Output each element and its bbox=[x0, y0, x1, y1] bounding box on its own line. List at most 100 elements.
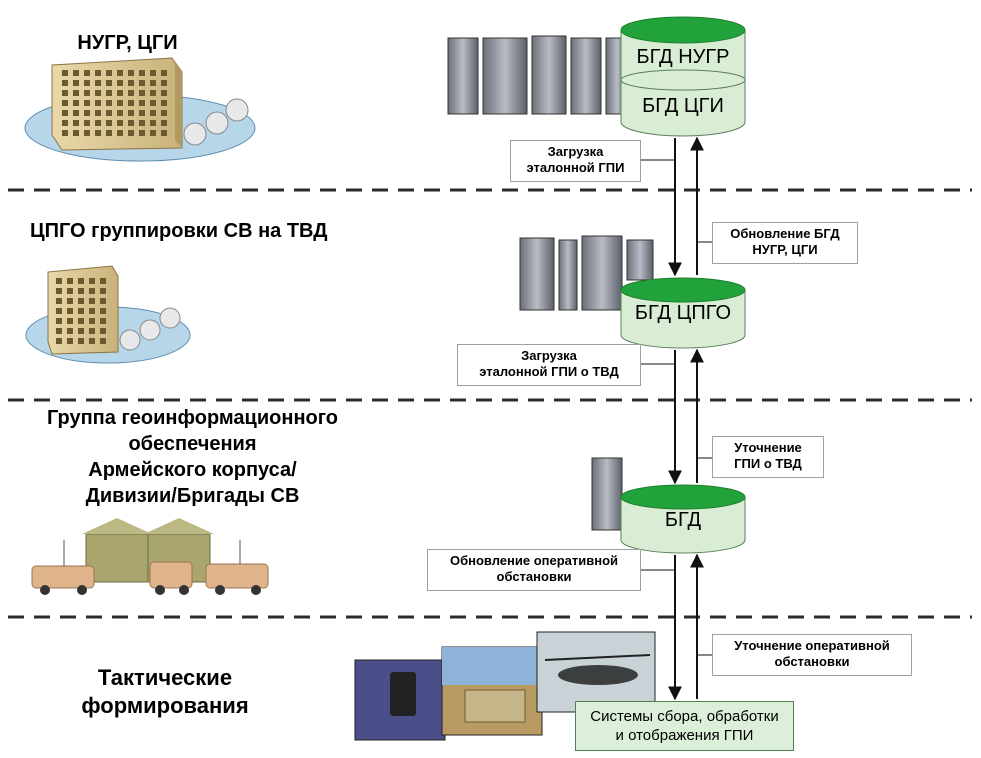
building-window bbox=[128, 100, 134, 106]
building-window bbox=[62, 130, 68, 136]
building-window bbox=[117, 80, 123, 86]
building-window bbox=[67, 308, 73, 314]
building-window bbox=[67, 328, 73, 334]
tactical-photos bbox=[354, 631, 656, 741]
gpi-systems-line: Системы сбора, обработки bbox=[590, 708, 779, 725]
building-window bbox=[139, 110, 145, 116]
building-window bbox=[95, 110, 101, 116]
building-window bbox=[89, 298, 95, 304]
building-window bbox=[89, 328, 95, 334]
building-window bbox=[78, 278, 84, 284]
building-window bbox=[56, 288, 62, 294]
level3-line: Армейского корпуса/ bbox=[88, 459, 297, 481]
building-window bbox=[128, 110, 134, 116]
building-window bbox=[139, 120, 145, 126]
building-window bbox=[95, 130, 101, 136]
level3-line: обеспечения bbox=[128, 433, 257, 455]
building-window bbox=[89, 338, 95, 344]
building-window bbox=[106, 90, 112, 96]
building-window bbox=[106, 70, 112, 76]
building-window bbox=[78, 288, 84, 294]
gpi-systems-line: и отображения ГПИ bbox=[615, 727, 754, 744]
building-window bbox=[128, 90, 134, 96]
building-window bbox=[62, 120, 68, 126]
building-window bbox=[150, 100, 156, 106]
db-cylinder-top bbox=[620, 16, 746, 137]
flow-label-update-db: Обновление БГД НУГР, ЦГИ bbox=[712, 222, 858, 264]
flow-label-line: обстановки bbox=[496, 569, 572, 584]
flow-label-line: НУГР, ЦГИ bbox=[752, 242, 818, 257]
building-window bbox=[150, 130, 156, 136]
building-window bbox=[139, 80, 145, 86]
db-label-cpgo: БГД ЦПГО bbox=[634, 302, 732, 324]
building-window bbox=[100, 278, 106, 284]
building-window bbox=[117, 130, 123, 136]
building-window bbox=[161, 110, 167, 116]
building-window bbox=[128, 120, 134, 126]
level3-line: Дивизии/Бригады СВ bbox=[85, 485, 300, 507]
building-window bbox=[73, 120, 79, 126]
level1-title: НУГР, ЦГИ bbox=[77, 32, 178, 54]
flow-arrows bbox=[641, 136, 712, 701]
level4-title: Тактические формирования bbox=[55, 664, 275, 720]
building-window bbox=[67, 318, 73, 324]
building-window bbox=[73, 130, 79, 136]
building-window bbox=[73, 100, 79, 106]
building-window bbox=[117, 100, 123, 106]
gpi-systems-box: Системы сбора, обработки и отображения Г… bbox=[575, 701, 794, 751]
building-window bbox=[62, 110, 68, 116]
flow-label-line: Уточнение оперативной bbox=[734, 638, 890, 653]
level2-title: ЦПГО группировки СВ на ТВД bbox=[30, 220, 328, 242]
building-window bbox=[100, 338, 106, 344]
building-window bbox=[78, 318, 84, 324]
building-window bbox=[84, 130, 90, 136]
flow-label-line: эталонной ГПИ о ТВД bbox=[479, 364, 619, 379]
building-window bbox=[128, 80, 134, 86]
building-window bbox=[84, 100, 90, 106]
building-window bbox=[62, 100, 68, 106]
building-window bbox=[84, 80, 90, 86]
flow-label-refine-situation: Уточнение оперативной обстановки bbox=[712, 634, 912, 676]
hq-building-illustration bbox=[24, 57, 256, 162]
level4-line: формирования bbox=[81, 693, 249, 718]
building-window bbox=[161, 100, 167, 106]
building-window bbox=[84, 70, 90, 76]
building-window bbox=[95, 70, 101, 76]
db-label-bgd: БГД bbox=[664, 509, 702, 531]
building-window bbox=[106, 80, 112, 86]
building-window bbox=[139, 70, 145, 76]
building-window bbox=[100, 298, 106, 304]
building-window bbox=[56, 328, 62, 334]
building-window bbox=[56, 298, 62, 304]
building-window bbox=[117, 110, 123, 116]
building-window bbox=[100, 288, 106, 294]
level3-title: Группа геоинформационного обеспечения Ар… bbox=[20, 405, 365, 509]
db-label-cgi: БГД ЦГИ bbox=[642, 95, 724, 117]
db-label-nugr: БГД НУГР bbox=[636, 46, 730, 68]
building-window bbox=[106, 120, 112, 126]
building-window bbox=[95, 90, 101, 96]
building-window bbox=[150, 80, 156, 86]
building-window bbox=[117, 70, 123, 76]
building-window bbox=[73, 70, 79, 76]
db-cylinder-middle bbox=[620, 277, 746, 349]
building-window bbox=[128, 130, 134, 136]
level3-line: Группа геоинформационного bbox=[46, 407, 339, 429]
building-window bbox=[84, 90, 90, 96]
building-window bbox=[128, 70, 134, 76]
building-window bbox=[56, 338, 62, 344]
flow-label-refine-theatre: Уточнение ГПИ о ТВД bbox=[712, 436, 824, 478]
building-window bbox=[56, 318, 62, 324]
server-racks-middle bbox=[519, 235, 654, 311]
building-window bbox=[67, 338, 73, 344]
building-window bbox=[95, 120, 101, 126]
building-window bbox=[56, 278, 62, 284]
building-window bbox=[84, 120, 90, 126]
building-window bbox=[161, 80, 167, 86]
building-window bbox=[67, 278, 73, 284]
building-window bbox=[73, 90, 79, 96]
flow-label-line: Уточнение bbox=[734, 440, 802, 455]
building-window bbox=[150, 110, 156, 116]
building-window bbox=[100, 308, 106, 314]
